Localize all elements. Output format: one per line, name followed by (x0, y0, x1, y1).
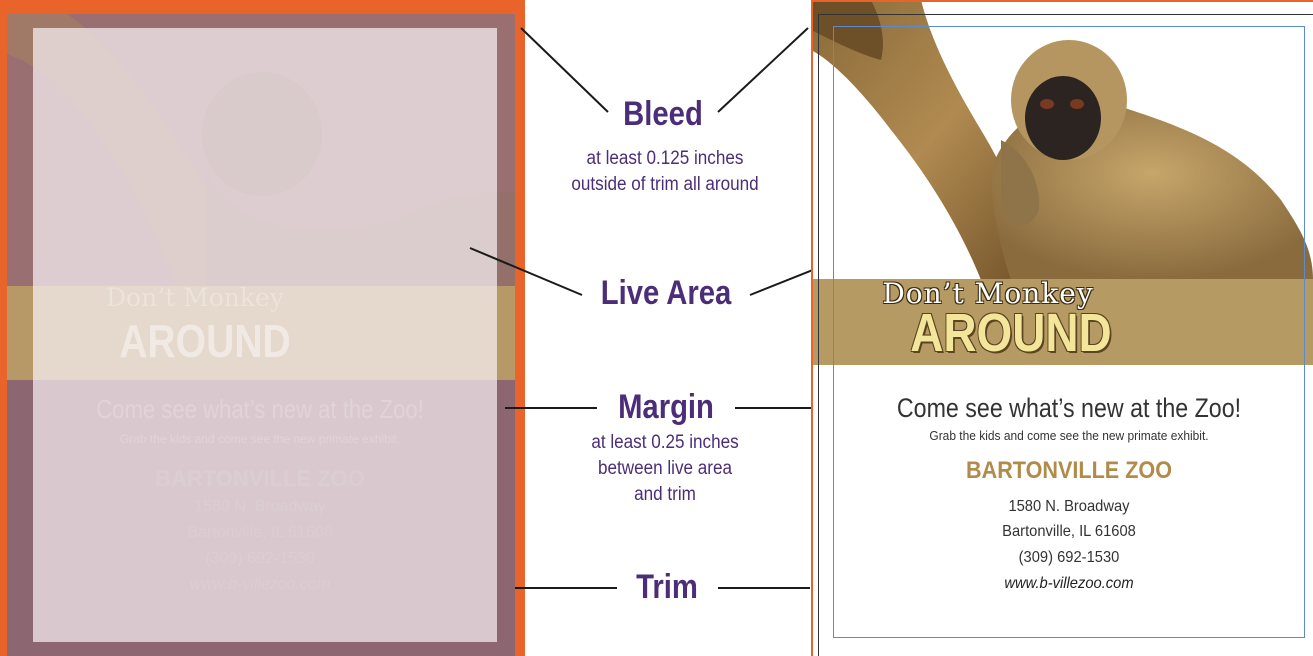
address-line1-ghost: 1580 N. Broadway (120, 498, 400, 516)
bleed-description-line1: at least 0.125 inches (544, 146, 787, 172)
bleed-diagram-panel: Don’t Monkey AROUND Come see what’s new … (0, 0, 525, 656)
bleed-label: Bleed (616, 95, 711, 134)
headline-line1-ghost: Don’t Monkey (40, 283, 350, 312)
subtagline-ghost: Grab the kids and come see the new prima… (60, 432, 460, 446)
live-area-label: Live Area (594, 274, 738, 313)
finished-flyer-panel: Don’t Monkey AROUND Come see what’s new … (811, 0, 1313, 656)
tagline: Come see what’s new at the Zoo! (866, 393, 1272, 424)
trim-label: Trim (624, 568, 710, 607)
website-link: www.b-villezoo.com (852, 575, 1286, 593)
headline-line2-ghost: AROUND (116, 314, 295, 368)
website-ghost: www.b-villezoo.com (120, 576, 400, 594)
subtagline: Grab the kids and come see the new prima… (852, 428, 1286, 443)
margin-description-line2: between live area (544, 456, 787, 482)
address-line1: 1580 N. Broadway (852, 498, 1286, 516)
monkey-photo (811, 0, 1313, 280)
zoo-name-ghost: BARTONVILLE ZOO (120, 466, 400, 492)
headline-line2: AROUND (910, 302, 1106, 364)
zoo-name: BARTONVILLE ZOO (857, 457, 1282, 485)
margin-description-line3: and trim (544, 482, 787, 508)
bleed-description-line2: outside of trim all around (544, 172, 787, 198)
address-line2-ghost: Bartonville, IL 61608 (120, 524, 400, 542)
phone-ghost: (309) 692-1530 (120, 550, 400, 568)
address-line2: Bartonville, IL 61608 (852, 523, 1286, 541)
phone-number: (309) 692-1530 (852, 549, 1286, 567)
margin-label: Margin (608, 388, 725, 427)
tagline-ghost: Come see what’s new at the Zoo! (90, 394, 430, 425)
margin-description-line1: at least 0.25 inches (544, 430, 787, 456)
